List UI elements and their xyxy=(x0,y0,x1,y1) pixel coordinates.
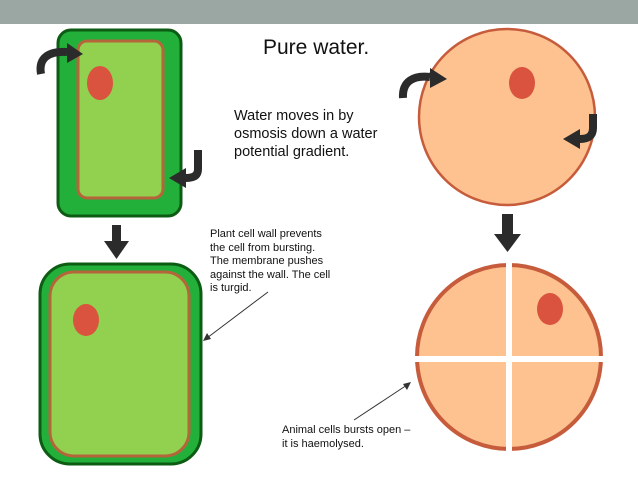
top-band xyxy=(0,0,638,24)
animal-cell-normal xyxy=(417,27,597,207)
plant-note-line: The membrane pushes xyxy=(210,255,324,268)
plant-note-line: against the wall. The cell xyxy=(210,268,331,281)
water-arrow-plant-bottom xyxy=(169,150,202,188)
pointer-animal-note xyxy=(353,382,411,421)
plant-cell-turgid xyxy=(38,262,203,466)
plant-nucleus xyxy=(87,66,113,100)
water-arrow-animal-top xyxy=(398,68,447,99)
turgid-nucleus xyxy=(73,304,99,336)
water-arrow-animal-bottom xyxy=(563,114,597,149)
plant-cell-normal xyxy=(56,28,183,218)
animal-cell-burst xyxy=(415,263,603,451)
animal-cell-body xyxy=(417,27,597,207)
plant-note-line: is turgid. xyxy=(210,282,252,295)
turgid-cytoplasm xyxy=(48,270,191,458)
plant-cell-note: Plant cell wall prevents the cell from b… xyxy=(210,228,360,296)
plant-note-line: the cell from bursting. xyxy=(210,241,316,254)
animal-cell-note: Animal cells bursts open – it is haemoly… xyxy=(282,424,442,451)
osmosis-caption-line: osmosis down a water xyxy=(234,126,378,142)
animal-note-line: it is haemolysed. xyxy=(282,437,364,450)
animal-nucleus xyxy=(509,67,535,99)
plant-cytoplasm xyxy=(76,39,165,200)
osmosis-caption: Water moves in by osmosis down a water p… xyxy=(234,107,424,161)
osmosis-caption-line: potential gradient. xyxy=(234,144,350,160)
plant-note-line: Plant cell wall prevents xyxy=(210,228,322,240)
animal-note-line: Animal cells bursts open – xyxy=(282,424,411,436)
water-arrow-plant-top xyxy=(36,43,83,75)
pointer-plant-note xyxy=(203,291,269,341)
slide-title: Pure water. xyxy=(263,36,370,59)
down-arrow-animal xyxy=(494,214,521,252)
burst-nucleus xyxy=(537,293,563,325)
osmosis-caption-line: Water moves in by xyxy=(234,108,354,124)
down-arrow-plant xyxy=(104,225,129,259)
